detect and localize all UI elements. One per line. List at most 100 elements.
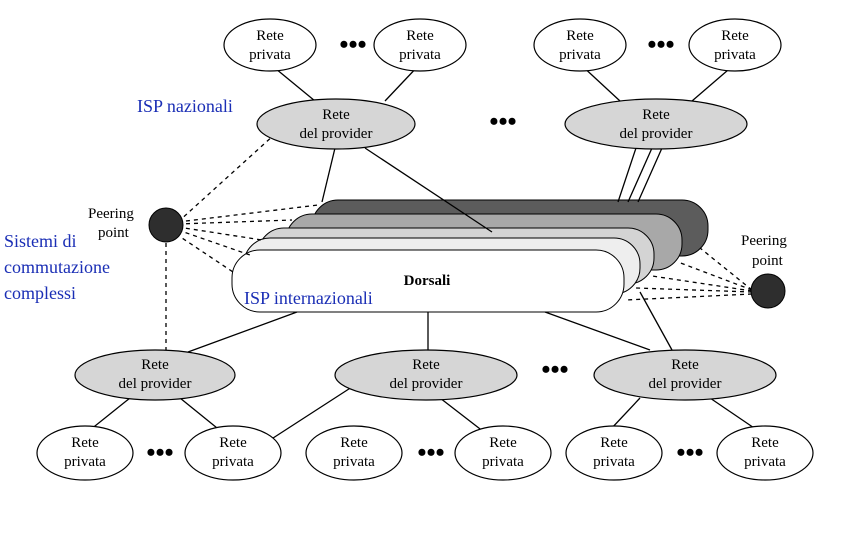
provider-network: Rete del provider — [256, 98, 416, 150]
dashed-link — [699, 247, 753, 291]
dashed-link — [177, 219, 293, 225]
private-network-label-1: Rete — [219, 435, 247, 451]
link-line — [627, 147, 653, 203]
private-network-label-1: Rete — [566, 28, 594, 44]
peering-point-right-label-2: point — [752, 253, 784, 269]
peering-point-left-label-2: point — [98, 225, 130, 241]
provider-network-ellipse — [74, 349, 236, 401]
private-network-label-2: privata — [593, 454, 635, 470]
peering-point-right-dot — [750, 273, 786, 309]
dashed-link — [625, 293, 753, 301]
sistemi-label-line3: complessi — [4, 283, 76, 303]
link-line — [439, 397, 485, 433]
private-network-ellipse — [184, 425, 282, 481]
dashed-link — [175, 233, 234, 273]
private-network: Rete privata — [454, 425, 552, 481]
private-network-label-2: privata — [744, 454, 786, 470]
connections — [89, 63, 761, 441]
provider-network-ellipse — [256, 98, 416, 150]
private-network-label-2: privata — [482, 454, 524, 470]
peering-point-left-label-1: Peering — [88, 206, 134, 222]
private-network-label-1: Rete — [600, 435, 628, 451]
private-network-label-2: privata — [399, 47, 441, 63]
private-network-label-2: privata — [212, 454, 254, 470]
provider-network-label-1: Rete — [322, 107, 350, 123]
private-network: Rete privata — [36, 425, 134, 481]
ellipsis-dots: ••• — [541, 355, 568, 384]
link-line — [364, 147, 493, 233]
backbone-label: Dorsali — [404, 273, 451, 289]
private-network: Rete privata — [716, 425, 814, 481]
provider-network-label-1: Rete — [671, 357, 699, 373]
link-line — [639, 291, 673, 351]
provider-network-ellipse — [334, 349, 518, 401]
dashed-link — [177, 124, 286, 223]
link-line — [637, 147, 663, 203]
private-network-label-2: privata — [714, 47, 756, 63]
provider-network-label-2: del provider — [390, 376, 463, 392]
peering-point-right-label-1: Peering — [741, 233, 787, 249]
ellipsis-dots: ••• — [417, 438, 444, 467]
isp-nazionali-label: ISP nazionali — [137, 96, 233, 116]
private-network-ellipse — [565, 425, 663, 481]
link-line — [544, 311, 651, 351]
provider-network-label-2: del provider — [649, 376, 722, 392]
provider-network-ellipse — [564, 98, 748, 150]
dashed-link — [677, 261, 753, 291]
dashed-link — [635, 287, 753, 293]
ellipsis-dots: ••• — [647, 30, 674, 59]
provider-network-label-1: Rete — [642, 107, 670, 123]
link-line — [609, 397, 641, 431]
private-network-label-2: privata — [559, 47, 601, 63]
dashed-link — [177, 229, 251, 256]
link-line — [179, 397, 223, 433]
private-network: Rete privata — [373, 18, 467, 72]
private-network-label-2: privata — [333, 454, 375, 470]
provider-network: Rete del provider — [593, 349, 777, 401]
provider-network: Rete del provider — [334, 349, 518, 401]
provider-network-label-1: Rete — [412, 357, 440, 373]
private-network-ellipse — [533, 18, 627, 72]
link-line — [709, 397, 761, 433]
ellipsis-dots: ••• — [146, 438, 173, 467]
private-network: Rete privata — [565, 425, 663, 481]
private-network-ellipse — [454, 425, 552, 481]
peering-point-left-dot — [148, 207, 184, 243]
private-network: Rete privata — [688, 18, 782, 72]
provider-network: Rete del provider — [564, 98, 748, 150]
private-network-label-2: privata — [64, 454, 106, 470]
sistemi-label-line2: commutazione — [4, 257, 110, 277]
private-network-label-1: Rete — [721, 28, 749, 44]
private-network-label-1: Rete — [406, 28, 434, 44]
link-line — [617, 147, 637, 203]
private-network-ellipse — [223, 18, 317, 72]
private-network: Rete privata — [184, 425, 282, 481]
private-network-ellipse — [716, 425, 814, 481]
ellipsis-dots: ••• — [489, 107, 516, 136]
private-network: Rete privata — [223, 18, 317, 72]
private-network-ellipse — [36, 425, 134, 481]
provider-network-label-2: del provider — [119, 376, 192, 392]
private-network-label-1: Rete — [751, 435, 779, 451]
isp-internazionali-label: ISP internazionali — [244, 288, 373, 308]
provider-network: Rete del provider — [74, 349, 236, 401]
dashed-link — [177, 226, 263, 241]
backbone-stack — [231, 199, 709, 313]
ellipsis-dots: ••• — [676, 438, 703, 467]
private-network: Rete privata — [533, 18, 627, 72]
private-network-label-1: Rete — [71, 435, 99, 451]
sistemi-label-line1: Sistemi di — [4, 231, 77, 251]
private-network-label-1: Rete — [489, 435, 517, 451]
private-network-ellipse — [373, 18, 467, 72]
private-network-ellipse — [305, 425, 403, 481]
private-network: Rete privata — [305, 425, 403, 481]
private-network-ellipse — [688, 18, 782, 72]
private-network-label-2: privata — [249, 47, 291, 63]
link-line — [89, 397, 131, 431]
link-line — [187, 311, 298, 353]
link-line — [321, 147, 336, 203]
link-line — [269, 384, 356, 441]
provider-network-ellipse — [593, 349, 777, 401]
provider-network-label-1: Rete — [141, 357, 169, 373]
